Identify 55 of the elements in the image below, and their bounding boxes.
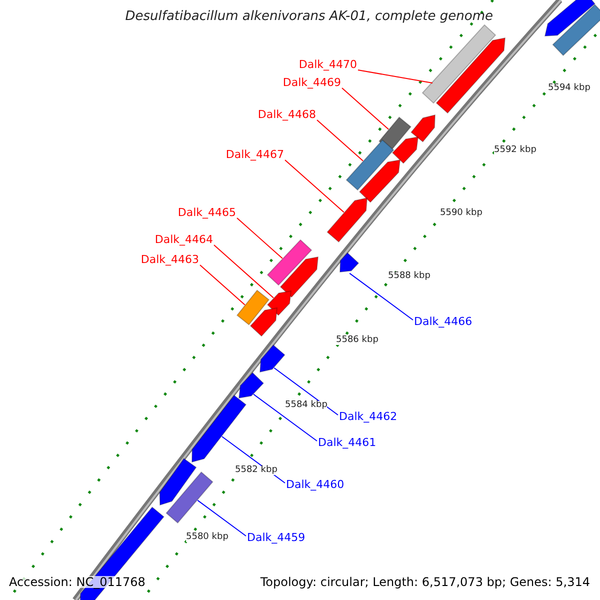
gene-feature bbox=[266, 290, 292, 316]
gene-feature bbox=[191, 394, 247, 463]
genome-title: Desulfatibacillum alkenivorans AK-01, complete genome bbox=[125, 10, 493, 23]
gene-feature bbox=[166, 471, 214, 524]
gene-label: Dalk_4464 bbox=[154, 234, 213, 245]
leader-line bbox=[316, 120, 364, 162]
gene-feature bbox=[422, 24, 496, 104]
gene-feature bbox=[436, 37, 506, 114]
position-label: 5590 kbp bbox=[440, 209, 482, 218]
leader-line bbox=[197, 500, 246, 536]
gene-label: Dalk_4463 bbox=[140, 254, 199, 265]
leader-line bbox=[342, 88, 389, 130]
gene-label: Dalk_4468 bbox=[258, 109, 316, 120]
position-label: 5580 kbp bbox=[186, 533, 228, 542]
gene-feature bbox=[392, 136, 419, 164]
leader-line bbox=[214, 244, 274, 298]
gene-feature bbox=[358, 159, 401, 203]
gene-feature bbox=[236, 290, 270, 326]
leader-line bbox=[274, 367, 338, 416]
gene-label: Dalk_4459 bbox=[247, 532, 306, 543]
leader-line bbox=[236, 218, 283, 259]
position-label: 5588 kbp bbox=[388, 272, 430, 281]
gene-label: Dalk_4465 bbox=[178, 207, 236, 218]
gene-label: Dalk_4462 bbox=[339, 411, 398, 422]
leader-line bbox=[200, 264, 246, 306]
gene-label: Dalk_4467 bbox=[226, 149, 284, 160]
position-label: 5586 kbp bbox=[336, 336, 378, 345]
position-label: 5582 kbp bbox=[235, 466, 278, 475]
leader-line bbox=[253, 394, 318, 442]
gene-feature bbox=[159, 458, 197, 506]
accession-text: Accession: NC_011768 bbox=[9, 576, 146, 588]
gene-label: Dalk_4466 bbox=[414, 316, 472, 327]
gene-label: Dalk_4461 bbox=[318, 437, 376, 448]
position-label: 5594 kbp bbox=[548, 84, 590, 93]
gene-feature bbox=[280, 256, 319, 298]
gene-feature bbox=[250, 307, 278, 337]
gene-label: Dalk_4470 bbox=[298, 59, 357, 70]
leader-line bbox=[349, 272, 414, 320]
gene-label: Dalk_4460 bbox=[286, 479, 344, 490]
gene-feature bbox=[339, 252, 360, 273]
gene-feature bbox=[346, 139, 394, 191]
genome-summary: Topology: circular; Length: 6,517,073 bp; Genes: 5,314 bbox=[260, 576, 590, 588]
leader-line bbox=[358, 70, 433, 84]
gene-feature bbox=[378, 116, 412, 152]
gene-feature bbox=[544, 0, 596, 37]
gene-feature bbox=[552, 4, 600, 56]
position-label: 5592 kbp bbox=[494, 146, 536, 155]
gene-feature bbox=[238, 372, 264, 399]
position-label: 5584 kbp bbox=[285, 401, 328, 410]
gene-label: Dalk_4469 bbox=[282, 77, 341, 88]
gene-feature bbox=[266, 239, 312, 286]
gene-feature bbox=[259, 344, 286, 373]
leader-line bbox=[284, 160, 344, 213]
gene-feature bbox=[410, 114, 436, 142]
gene-feature bbox=[326, 197, 368, 243]
